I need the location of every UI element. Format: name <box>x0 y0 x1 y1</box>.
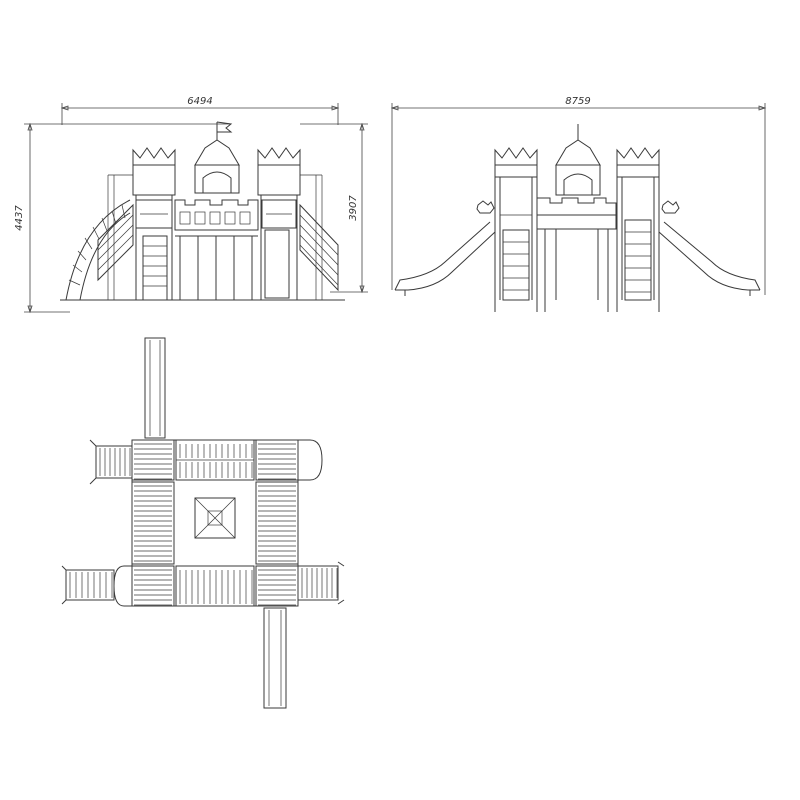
side-left-tower <box>494 147 538 312</box>
plan-left-deck <box>131 481 175 565</box>
top-plan <box>61 337 345 709</box>
side-battlement-wall <box>536 197 617 312</box>
side-right-slide <box>658 200 761 296</box>
plan-tower-top-right <box>255 439 299 481</box>
plan-center-roof <box>194 497 236 539</box>
dimension-front-height-right: 3907 <box>300 122 368 294</box>
front-curved-slide <box>65 199 131 301</box>
dimension-front-height-left: 4437 <box>14 122 230 314</box>
front-height-left-label: 4437 <box>14 205 25 231</box>
plan-right-stair <box>297 561 345 605</box>
front-right-lattice <box>299 203 339 292</box>
plan-round-bottom-left <box>113 565 132 607</box>
plan-left-lower-stair <box>61 565 115 605</box>
side-elevation: 8759 <box>390 96 767 312</box>
side-right-tower <box>616 147 660 312</box>
plan-right-deck <box>255 481 299 565</box>
side-width-label: 8759 <box>565 96 590 107</box>
front-left-lattice <box>97 203 134 282</box>
front-right-panel <box>261 199 297 299</box>
plan-main-structure <box>131 439 299 607</box>
front-center-tower <box>194 121 240 194</box>
plan-bottom-deck <box>175 565 255 607</box>
front-left-tower <box>107 147 176 300</box>
dimension-side-width: 8759 <box>390 96 767 295</box>
plan-top-slide <box>144 337 166 439</box>
front-right-tower <box>257 147 323 300</box>
plan-bottom-slide <box>263 607 287 709</box>
dimension-front-width: 6494 <box>60 96 340 125</box>
side-left-slide <box>394 200 496 296</box>
front-left-ladder <box>142 235 168 301</box>
plan-slats <box>69 443 338 606</box>
plan-top-deck <box>175 439 255 481</box>
front-width-label: 6494 <box>187 96 212 107</box>
front-left-panel <box>135 199 173 229</box>
plan-left-upper-stair <box>89 439 133 485</box>
plan-tower-bottom-left <box>131 565 175 607</box>
front-battlement-wall <box>174 199 259 300</box>
front-height-right-label: 3907 <box>348 195 359 221</box>
side-center-tower <box>555 124 601 196</box>
front-elevation: 6494 4437 3907 <box>14 96 368 314</box>
plan-round-top-right <box>298 439 323 481</box>
